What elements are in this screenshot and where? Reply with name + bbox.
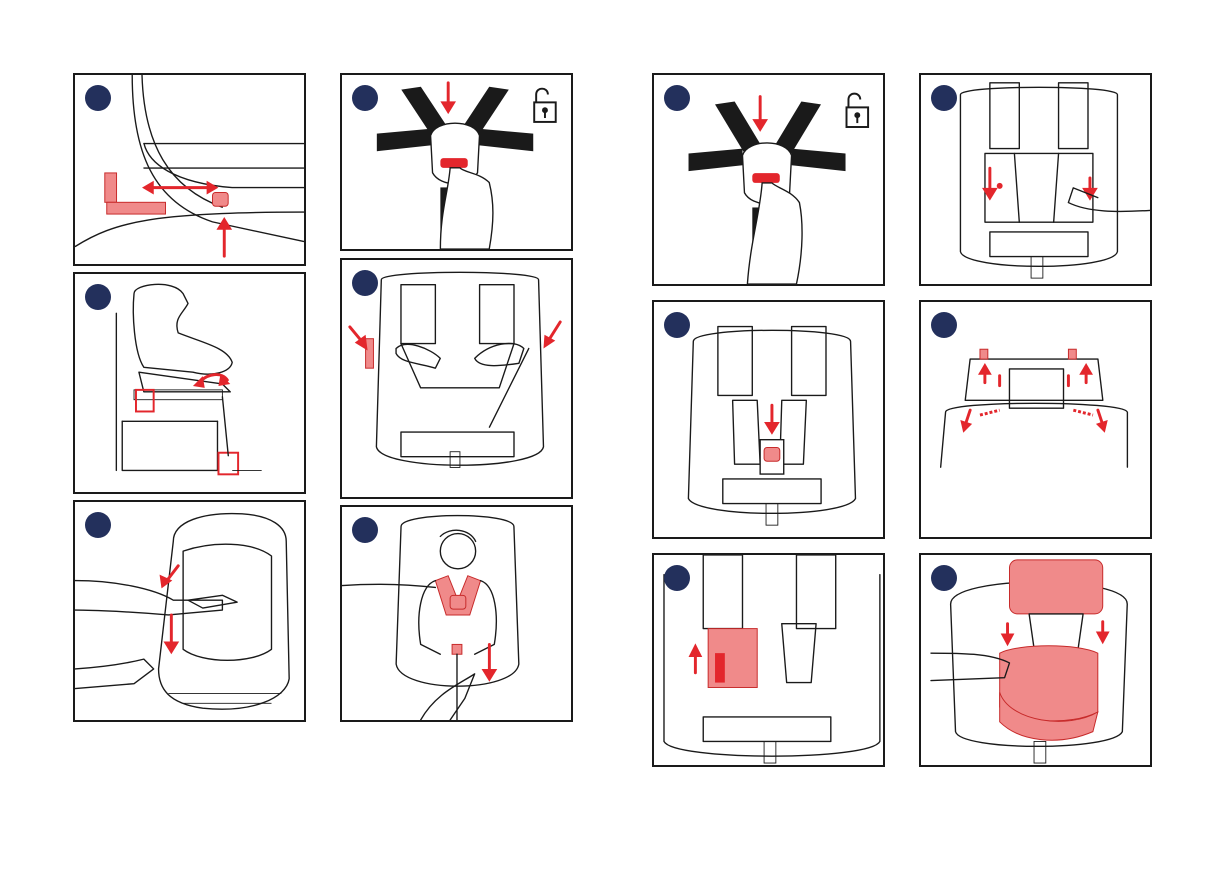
shoulder-pads-illustration	[342, 260, 571, 497]
step-badge	[931, 85, 957, 111]
step-badge	[664, 85, 690, 111]
step-badge	[931, 565, 957, 591]
step-badge	[352, 85, 378, 111]
panel-headrest-straps	[919, 73, 1152, 286]
panel-buckle-release	[652, 300, 885, 539]
panel-child-buckled	[340, 505, 573, 722]
remove-cover-pad-illustration	[654, 555, 883, 765]
panel-remove-cover-full	[919, 553, 1152, 767]
panel-recline-side-view	[73, 272, 306, 494]
step-badge	[352, 270, 378, 296]
panel-harness-release	[340, 73, 573, 251]
step-badge	[85, 512, 111, 538]
step-badge	[931, 312, 957, 338]
panel-isofix-rail-adjust	[73, 73, 306, 266]
cover-clips-illustration	[921, 302, 1150, 537]
panel-shoulder-pads	[340, 258, 573, 499]
child-buckled-illustration	[342, 507, 571, 720]
buckle-release-illustration	[654, 302, 883, 537]
headrest-straps-illustration	[921, 75, 1150, 284]
recline-side-illustration	[75, 274, 304, 492]
panel-remove-cover-pad	[652, 553, 885, 767]
press-seat-illustration	[75, 502, 304, 720]
panel-press-seat-down	[73, 500, 306, 722]
step-badge	[85, 284, 111, 310]
step-badge	[352, 517, 378, 543]
step-badge	[664, 312, 690, 338]
unlock-icon	[654, 75, 883, 284]
step-badge	[664, 565, 690, 591]
remove-cover-full-illustration	[921, 555, 1150, 765]
panel-cover-clips	[919, 300, 1152, 539]
step-badge	[85, 85, 111, 111]
panel-harness-release-2	[652, 73, 885, 286]
